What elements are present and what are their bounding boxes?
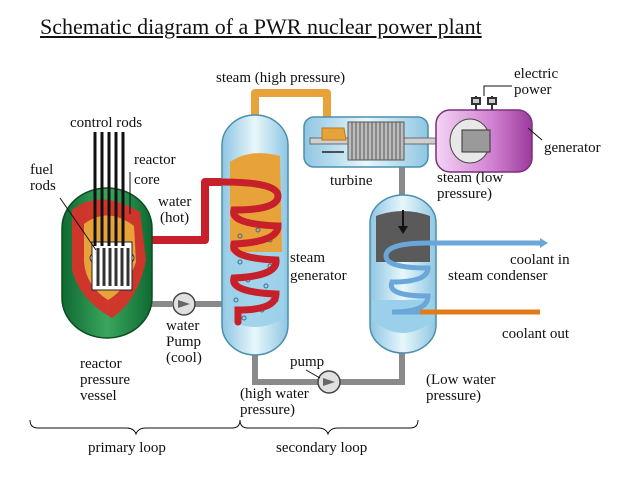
label-steam-high-pressure: steam (high pressure)	[216, 70, 346, 86]
label-reactor-vessel-1: reactor	[80, 356, 122, 372]
label-generator: generator	[544, 140, 601, 156]
label-steam-low: steam (low	[437, 170, 504, 186]
label-water-hot-2: (hot)	[160, 210, 190, 226]
pump-leader	[305, 369, 321, 379]
fuel-rods-leader	[59, 197, 97, 251]
turbine-blades-icon	[347, 121, 405, 161]
label-coolant-out: coolant out	[502, 326, 570, 342]
label-high-water: (high water	[240, 386, 309, 402]
secondary-pump-pipe	[252, 352, 318, 385]
label-low-water-pressure: pressure)	[426, 388, 481, 404]
electric-terminal-icon	[471, 96, 497, 110]
page-title: Schematic diagram of a PWR nuclear power…	[40, 14, 482, 39]
label-low-water: (Low water	[426, 372, 496, 388]
label-coolant-in: coolant in	[510, 252, 570, 268]
label-steam-condenser: steam condenser	[448, 268, 548, 284]
label-secondary-loop: secondary loop	[276, 440, 368, 456]
label-turbine: turbine	[330, 173, 373, 189]
label-low-pressure: pressure)	[437, 186, 492, 202]
generator-rotor-core	[461, 129, 491, 153]
label-core: core	[134, 172, 160, 188]
label-water-pump-1: water	[166, 318, 200, 334]
label-reactor-vessel-2: pressure	[80, 372, 130, 388]
hot-water-pipe	[150, 178, 222, 244]
generator-leader	[527, 127, 543, 141]
turbine-steam-inlet	[321, 127, 347, 141]
secondary-loop-brace	[239, 419, 419, 436]
heat-exchanger-coil	[218, 178, 282, 326]
fuel-rods-icon	[96, 248, 130, 286]
primary-pump-impeller-icon	[178, 300, 190, 308]
label-electric: electric	[514, 66, 559, 82]
secondary-return-pipe	[340, 350, 405, 385]
label-fuel: fuel	[30, 162, 54, 178]
electric-power-leader	[483, 85, 512, 96]
label-high-water-pressure: pressure)	[240, 402, 295, 418]
label-steam-generator: generator	[290, 268, 347, 284]
label-primary-loop: primary loop	[88, 440, 166, 456]
label-pump: pump	[290, 354, 325, 370]
label-reactor: reactor	[134, 152, 176, 168]
primary-loop-brace	[29, 419, 241, 436]
secondary-pump-impeller-icon	[323, 378, 335, 386]
label-rods: rods	[30, 178, 56, 194]
label-steam: steam	[290, 250, 325, 266]
coolant-coil	[383, 240, 540, 315]
label-control-rods: control rods	[70, 115, 143, 131]
label-power: power	[514, 82, 552, 98]
label-water-pump-2: Pump	[166, 334, 202, 350]
label-water-hot-1: water	[158, 194, 192, 210]
label-reactor-vessel-3: vessel	[80, 388, 117, 404]
label-water-pump-3: (cool)	[166, 350, 202, 366]
condenser-arrowhead-icon	[398, 226, 408, 234]
control-rods-icon	[93, 132, 125, 246]
steam-high-pressure-pipe	[251, 89, 331, 118]
coolant-in-arrow-icon	[540, 238, 548, 248]
